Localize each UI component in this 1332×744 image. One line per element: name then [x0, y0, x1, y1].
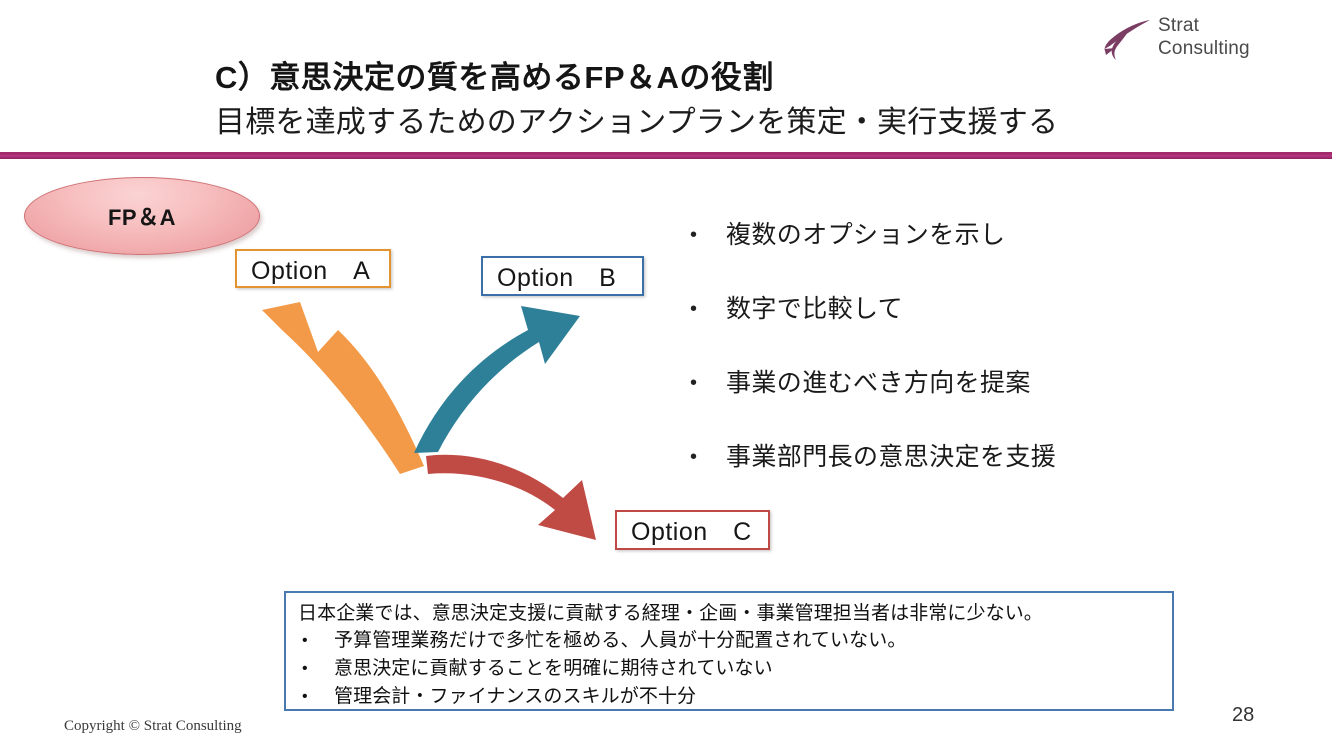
list-item: • 複数のオプションを示し	[690, 218, 1120, 292]
option-c-box[interactable]: Option C	[615, 510, 770, 550]
bullet-marker-icon: •	[690, 372, 698, 394]
brand-logo-line2: Consulting	[1158, 38, 1250, 59]
bullet-marker-icon: •	[690, 446, 698, 468]
option-a-box[interactable]: Option A	[235, 249, 391, 288]
note-list-item-label: 意思決定に貢献することを明確に期待されていない	[334, 658, 773, 679]
note-list-item-label: 予算管理業務だけで多忙を極める、人員が十分配置されていない。	[334, 630, 907, 651]
slide-subtitle: 目標を達成するためのアクションプランを策定・実行支援する	[215, 106, 1059, 139]
list-item-label: 数字で比較して	[726, 295, 904, 323]
brand-logo-text: Strat Consulting	[1158, 14, 1250, 60]
list-item: • 数字で比較して	[690, 292, 1120, 366]
bullet-marker-icon: •	[690, 224, 698, 246]
arrow-option-a-icon	[262, 302, 424, 474]
brand-logo-line1: Strat	[1158, 15, 1200, 36]
note-list-item: • 管理会計・ファイナンスのスキルが不十分	[298, 683, 1160, 711]
note-bullet-marker-icon: •	[302, 660, 308, 677]
note-lead-text: 日本企業では、意思決定支援に貢献する経理・企画・事業管理担当者は非常に少ない。	[298, 603, 1043, 624]
slide-title: C）意思決定の質を高めるFP＆Aの役割	[215, 60, 774, 95]
fpa-label: FP＆A	[107, 205, 176, 230]
note-bullet-marker-icon: •	[302, 688, 308, 705]
list-item-label: 事業の進むべき方向を提案	[726, 369, 1031, 397]
note-box: 日本企業では、意思決定支援に貢献する経理・企画・事業管理担当者は非常に少ない。 …	[284, 591, 1174, 711]
brand-logo: Strat Consulting	[1098, 14, 1288, 66]
bullet-marker-icon: •	[690, 298, 698, 320]
list-item-label: 複数のオプションを示し	[726, 221, 1006, 249]
option-a-label: Option A	[251, 256, 371, 285]
list-item-label: 事業部門長の意思決定を支援	[726, 443, 1057, 471]
note-list-item: • 予算管理業務だけで多忙を極める、人員が十分配置されていない。	[298, 627, 1160, 655]
swoosh-logo-icon	[1104, 20, 1150, 60]
note-list-item: • 意思決定に貢献することを明確に期待されていない	[298, 655, 1160, 683]
option-b-label: Option B	[497, 264, 617, 292]
role-bullet-list: • 複数のオプションを示し • 数字で比較して • 事業の進むべき方向を提案 •…	[690, 218, 1120, 514]
fpa-ellipse: FP＆A	[24, 177, 260, 255]
arrow-option-b-icon	[414, 306, 580, 453]
option-c-label: Option C	[631, 518, 752, 546]
copyright-text: Copyright © Strat Consulting	[64, 718, 242, 734]
arrow-option-c-icon	[426, 454, 596, 540]
list-item: • 事業部門長の意思決定を支援	[690, 440, 1120, 514]
list-item: • 事業の進むべき方向を提案	[690, 366, 1120, 440]
note-list-item-label: 管理会計・ファイナンスのスキルが不十分	[334, 686, 697, 707]
page-number: 28	[1232, 704, 1255, 726]
option-b-box[interactable]: Option B	[481, 256, 644, 296]
title-divider	[0, 152, 1332, 159]
note-bullet-marker-icon: •	[302, 632, 308, 649]
